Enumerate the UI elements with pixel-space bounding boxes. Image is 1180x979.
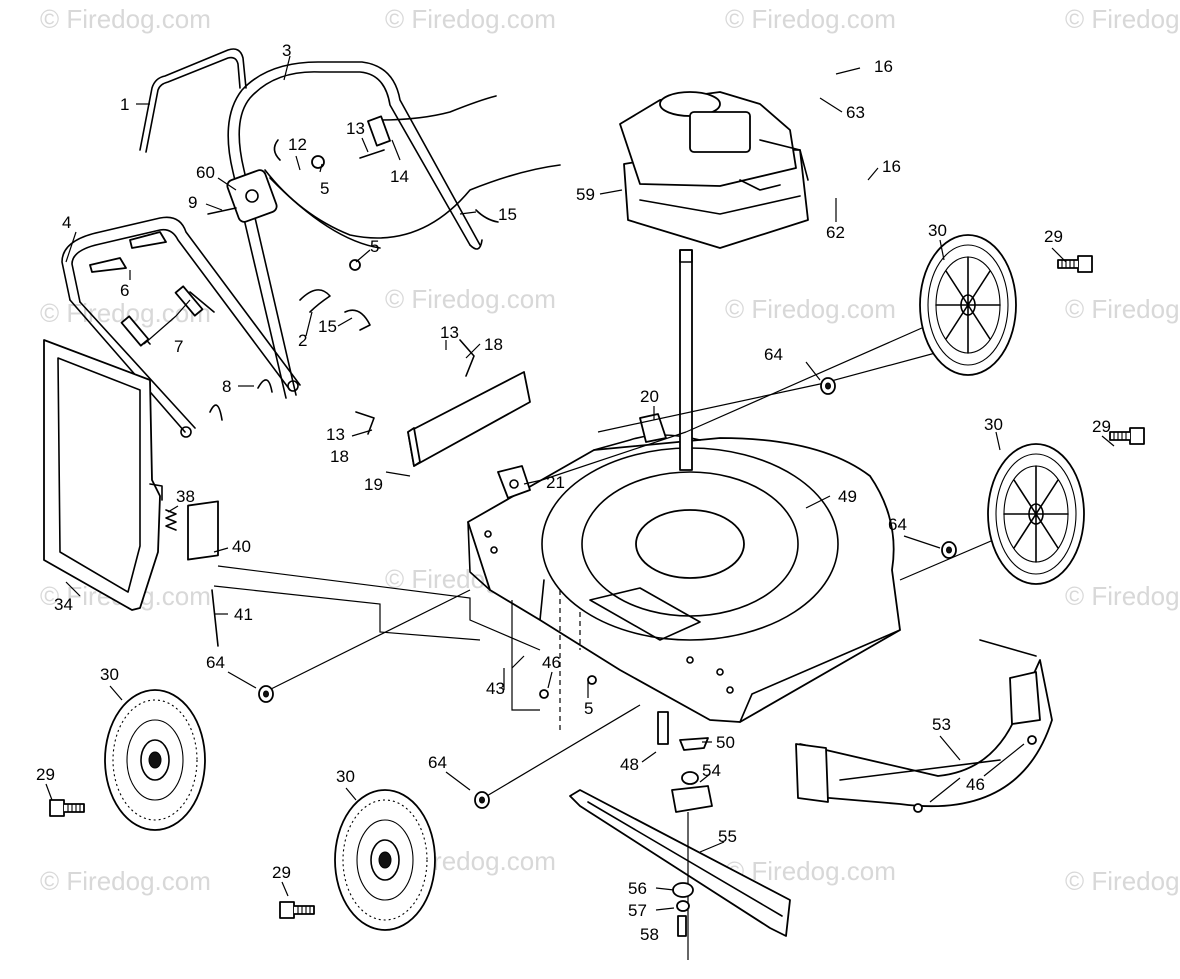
handle-bracket [226, 169, 278, 223]
callout-5b: 5 [370, 237, 379, 256]
callout-20: 20 [640, 387, 659, 406]
callout-9: 9 [188, 193, 197, 212]
svg-text:© Firedog.com: © Firedog.com [385, 284, 556, 314]
callout-54: 54 [702, 761, 721, 780]
mower-deck [467, 413, 901, 730]
callout-3: 3 [282, 41, 291, 60]
callout-29c: 29 [36, 765, 55, 784]
handle-assembly [61, 48, 561, 438]
callout-63: 63 [846, 103, 865, 122]
callout-2: 2 [298, 331, 307, 350]
callout-21: 21 [546, 473, 565, 492]
skirt-baffle [539, 639, 1053, 813]
control-cable [264, 164, 561, 239]
svg-text:© Firedog.com: © Firedog.com [40, 4, 211, 34]
callout-64b: 64 [888, 515, 907, 534]
callout-57: 57 [628, 901, 647, 920]
hinge-bracket [497, 465, 531, 499]
rear-baffle [355, 339, 531, 467]
callout-8: 8 [222, 377, 231, 396]
svg-text:© Firedog.com: © Firedog.com [385, 4, 556, 34]
callout-6: 6 [120, 281, 129, 300]
leader-lines [45, 55, 1115, 911]
lower-handle [61, 216, 301, 386]
callout-15a: 15 [498, 205, 517, 224]
callout-19: 19 [364, 475, 383, 494]
upper-handle [238, 71, 471, 396]
callout-29b: 29 [1092, 417, 1111, 436]
callout-56: 56 [628, 879, 647, 898]
callout-60: 60 [196, 163, 215, 182]
callout-30b: 30 [984, 415, 1003, 434]
callout-38: 38 [176, 487, 195, 506]
callout-30d: 30 [336, 767, 355, 786]
handle-knob-pair [89, 231, 167, 273]
callout-41: 41 [234, 605, 253, 624]
callout-59: 59 [576, 185, 595, 204]
callout-5c: 5 [584, 699, 593, 718]
callout-46b: 46 [966, 775, 985, 794]
callout-15b: 15 [318, 317, 337, 336]
rear-door-assembly [43, 339, 219, 647]
callout-34: 34 [54, 595, 73, 614]
callout-13b: 13 [440, 323, 459, 342]
callout-13c: 13 [326, 425, 345, 444]
callout-13a: 13 [346, 119, 365, 138]
small-hardware [207, 115, 499, 331]
callout-62: 62 [826, 223, 845, 242]
callout-64a: 64 [764, 345, 783, 364]
callout-64c: 64 [206, 653, 225, 672]
callout-30c: 30 [100, 665, 119, 684]
door-bracket [187, 500, 219, 561]
callout-5a: 5 [320, 179, 329, 198]
callout-30a: 30 [928, 221, 947, 240]
control-bar [139, 48, 247, 151]
svg-text:© Firedog.com: © Firedog.com [1065, 581, 1180, 611]
key [679, 737, 709, 751]
callout-58: 58 [640, 925, 659, 944]
callout-29d: 29 [272, 863, 291, 882]
callout-12: 12 [288, 135, 307, 154]
callout-49: 49 [838, 487, 857, 506]
rear-door [43, 339, 161, 611]
callout-43: 43 [486, 679, 505, 698]
callout-64d: 64 [428, 753, 447, 772]
assembly-lines [213, 319, 1041, 801]
callout-50: 50 [716, 733, 735, 752]
callout-53: 53 [932, 715, 951, 734]
svg-text:© Firedog.com: © Firedog.com [40, 866, 211, 896]
svg-text:© Firedog.com: © Firedog.com [1065, 866, 1180, 896]
callout-46a: 46 [542, 653, 561, 672]
callout-labels: 1 3 4 6 7 8 9 60 12 13 14 5 15 5 2 15 16… [36, 41, 1111, 944]
callout-55: 55 [718, 827, 737, 846]
blade-adapter [671, 785, 713, 813]
callout-1: 1 [120, 95, 129, 114]
svg-text:© Firedog.com: © Firedog.com [1065, 4, 1180, 34]
callout-16a: 16 [874, 57, 893, 76]
rear-left-wheel [49, 685, 274, 831]
spring [165, 509, 177, 531]
blade [569, 789, 791, 937]
callout-48: 48 [620, 755, 639, 774]
callout-4: 4 [62, 213, 71, 232]
svg-text:© Firedog.com: © Firedog.com [725, 294, 896, 324]
svg-text:© Firedog.com: © Firedog.com [1065, 294, 1180, 324]
engine [619, 91, 809, 471]
callout-16b: 16 [882, 157, 901, 176]
callout-14: 14 [390, 167, 409, 186]
blade-assembly [569, 711, 791, 960]
rear-right-wheel [941, 427, 1145, 585]
callout-40: 40 [232, 537, 251, 556]
svg-text:© Firedog.com: © Firedog.com [725, 4, 896, 34]
callout-18a: 18 [484, 335, 503, 354]
callout-29a: 29 [1044, 227, 1063, 246]
callout-7: 7 [174, 337, 183, 356]
crankshaft [679, 249, 693, 471]
callout-18b: 18 [330, 447, 349, 466]
hairpin-clip [209, 379, 273, 421]
